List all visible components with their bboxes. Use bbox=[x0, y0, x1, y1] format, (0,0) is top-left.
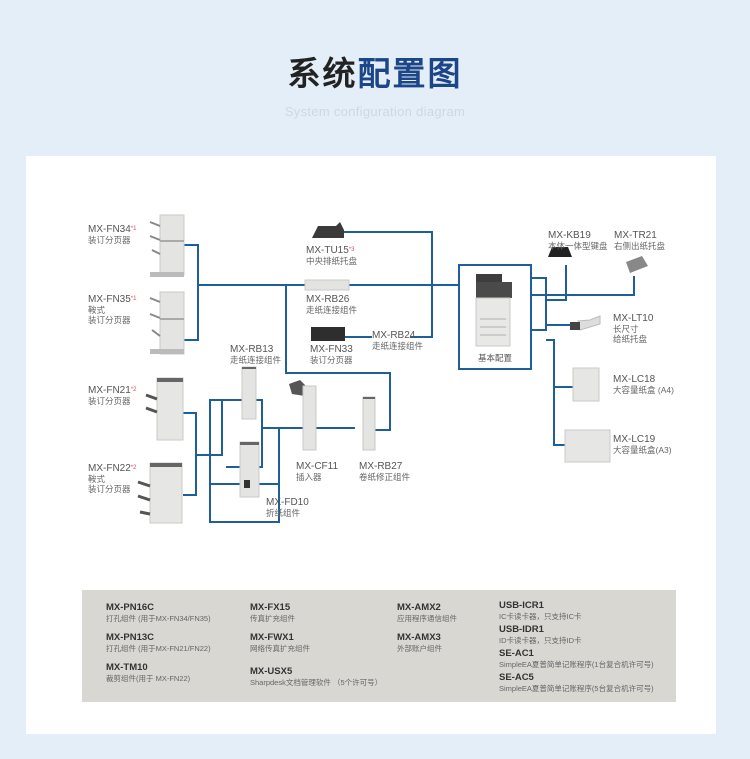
accessory-item: MX-PN13C 打孔组件 (用于MX-FN21/FN22) bbox=[106, 632, 211, 653]
device-lc18-image bbox=[572, 367, 600, 402]
device-fn33-image bbox=[311, 327, 345, 341]
label-fn34: MX-FN34*1 装订分页器 bbox=[88, 224, 137, 245]
accessory-item: MX-FX15 传真扩充组件 bbox=[250, 602, 295, 623]
label-fn33: MX-FN33 装订分页器 bbox=[310, 344, 353, 365]
connector-tu15-rb24 bbox=[344, 231, 433, 338]
device-rb27-image bbox=[362, 396, 376, 451]
title-part-1: 系统 bbox=[287, 54, 358, 93]
accessory-item: MX-AMX3 外部账户组件 bbox=[397, 632, 442, 653]
device-tr21-image bbox=[626, 256, 648, 273]
connector-lines bbox=[182, 231, 635, 523]
accessory-item: MX-PN16C 打孔组件 (用于MX-FN34/FN35) bbox=[106, 602, 211, 623]
page-subtitle: System configuration diagram bbox=[284, 104, 466, 119]
label-tr21: MX-TR21 右侧出纸托盘 bbox=[614, 230, 666, 251]
connector-base-lc bbox=[546, 339, 573, 446]
accessory-item: SE-AC1 SimpleEA夏普简单记账程序(1台复合机许可号) bbox=[499, 648, 654, 669]
device-rb13-image bbox=[241, 366, 257, 420]
accessory-item: USB-ICR1 IC卡读卡器，只支持IC卡 bbox=[499, 600, 582, 621]
title-part-2: 配置图 bbox=[357, 54, 463, 93]
accessory-item: SE-AC5 SimpleEA夏普简单记账程序(5台复合机许可号) bbox=[499, 672, 654, 693]
device-kb19-image bbox=[548, 247, 572, 257]
label-fn35: MX-FN35*1 鞍式 装订分页器 bbox=[88, 294, 137, 325]
label-fn22: MX-FN22*2 鞍式 装订分页器 bbox=[88, 463, 137, 494]
label-lc19: MX-LC19 大容量纸盒(A3) bbox=[613, 434, 672, 455]
label-kb19: MX-KB19 本体一体型键盘 bbox=[548, 230, 608, 251]
accessory-item: USB-IDR1 ID卡读卡器，只支持ID卡 bbox=[499, 624, 582, 645]
accessories-box: MX-PN16C 打孔组件 (用于MX-FN34/FN35) MX-PN13C … bbox=[82, 590, 676, 702]
label-fn21: MX-FN21*2 装订分页器 bbox=[88, 385, 137, 406]
connector-rb26-rb27 bbox=[285, 285, 391, 431]
connector-base-tr21 bbox=[532, 276, 635, 331]
label-tu15: MX-TU15*3 中央排纸托盘 bbox=[306, 245, 358, 266]
base-configuration-label: 基本配置 bbox=[477, 353, 512, 363]
device-fn34-image bbox=[149, 214, 185, 277]
label-lc18: MX-LC18 大容量纸盒 (A4) bbox=[613, 374, 674, 395]
base-copier-image bbox=[475, 274, 512, 347]
base-configuration-box: 基本配置 bbox=[458, 264, 532, 370]
label-lt10: MX-LT10 长尺寸 给纸托盘 bbox=[613, 313, 654, 344]
connector-fn21-fn22 bbox=[183, 412, 210, 496]
label-rb13: MX-RB13 走纸连接组件 bbox=[230, 344, 282, 365]
accessory-item: MX-AMX2 应用程序通信组件 bbox=[397, 602, 457, 623]
label-rb26: MX-RB26 走纸连接组件 bbox=[306, 294, 358, 315]
accessory-item: MX-FWX1 网络传真扩充组件 bbox=[250, 632, 310, 653]
accessory-item: MX-USX5 Sharpdesk文档管理软件 （5个许可号） bbox=[250, 666, 383, 687]
device-tu15-image bbox=[312, 222, 344, 238]
device-lt10-image bbox=[570, 315, 601, 331]
label-rb24: MX-RB24 走纸连接组件 bbox=[372, 330, 424, 351]
label-rb27: MX-RB27 卷纸修正组件 bbox=[359, 461, 411, 482]
device-fn35-image bbox=[149, 291, 185, 355]
device-fn21-image bbox=[145, 377, 184, 441]
device-fn22-image bbox=[137, 462, 183, 524]
device-lc19-image bbox=[564, 429, 611, 463]
device-cf11-image bbox=[289, 380, 317, 451]
label-cf11: MX-CF11 插入器 bbox=[296, 461, 339, 482]
accessory-item: MX-TM10 裁剪组件(用于 MX-FN22) bbox=[106, 662, 191, 683]
device-rb26-image bbox=[304, 279, 350, 291]
page-title: 系统配置图 bbox=[0, 52, 750, 96]
label-fd10: MX-FD10 折纸组件 bbox=[266, 497, 309, 518]
device-fd10-image bbox=[239, 441, 260, 498]
